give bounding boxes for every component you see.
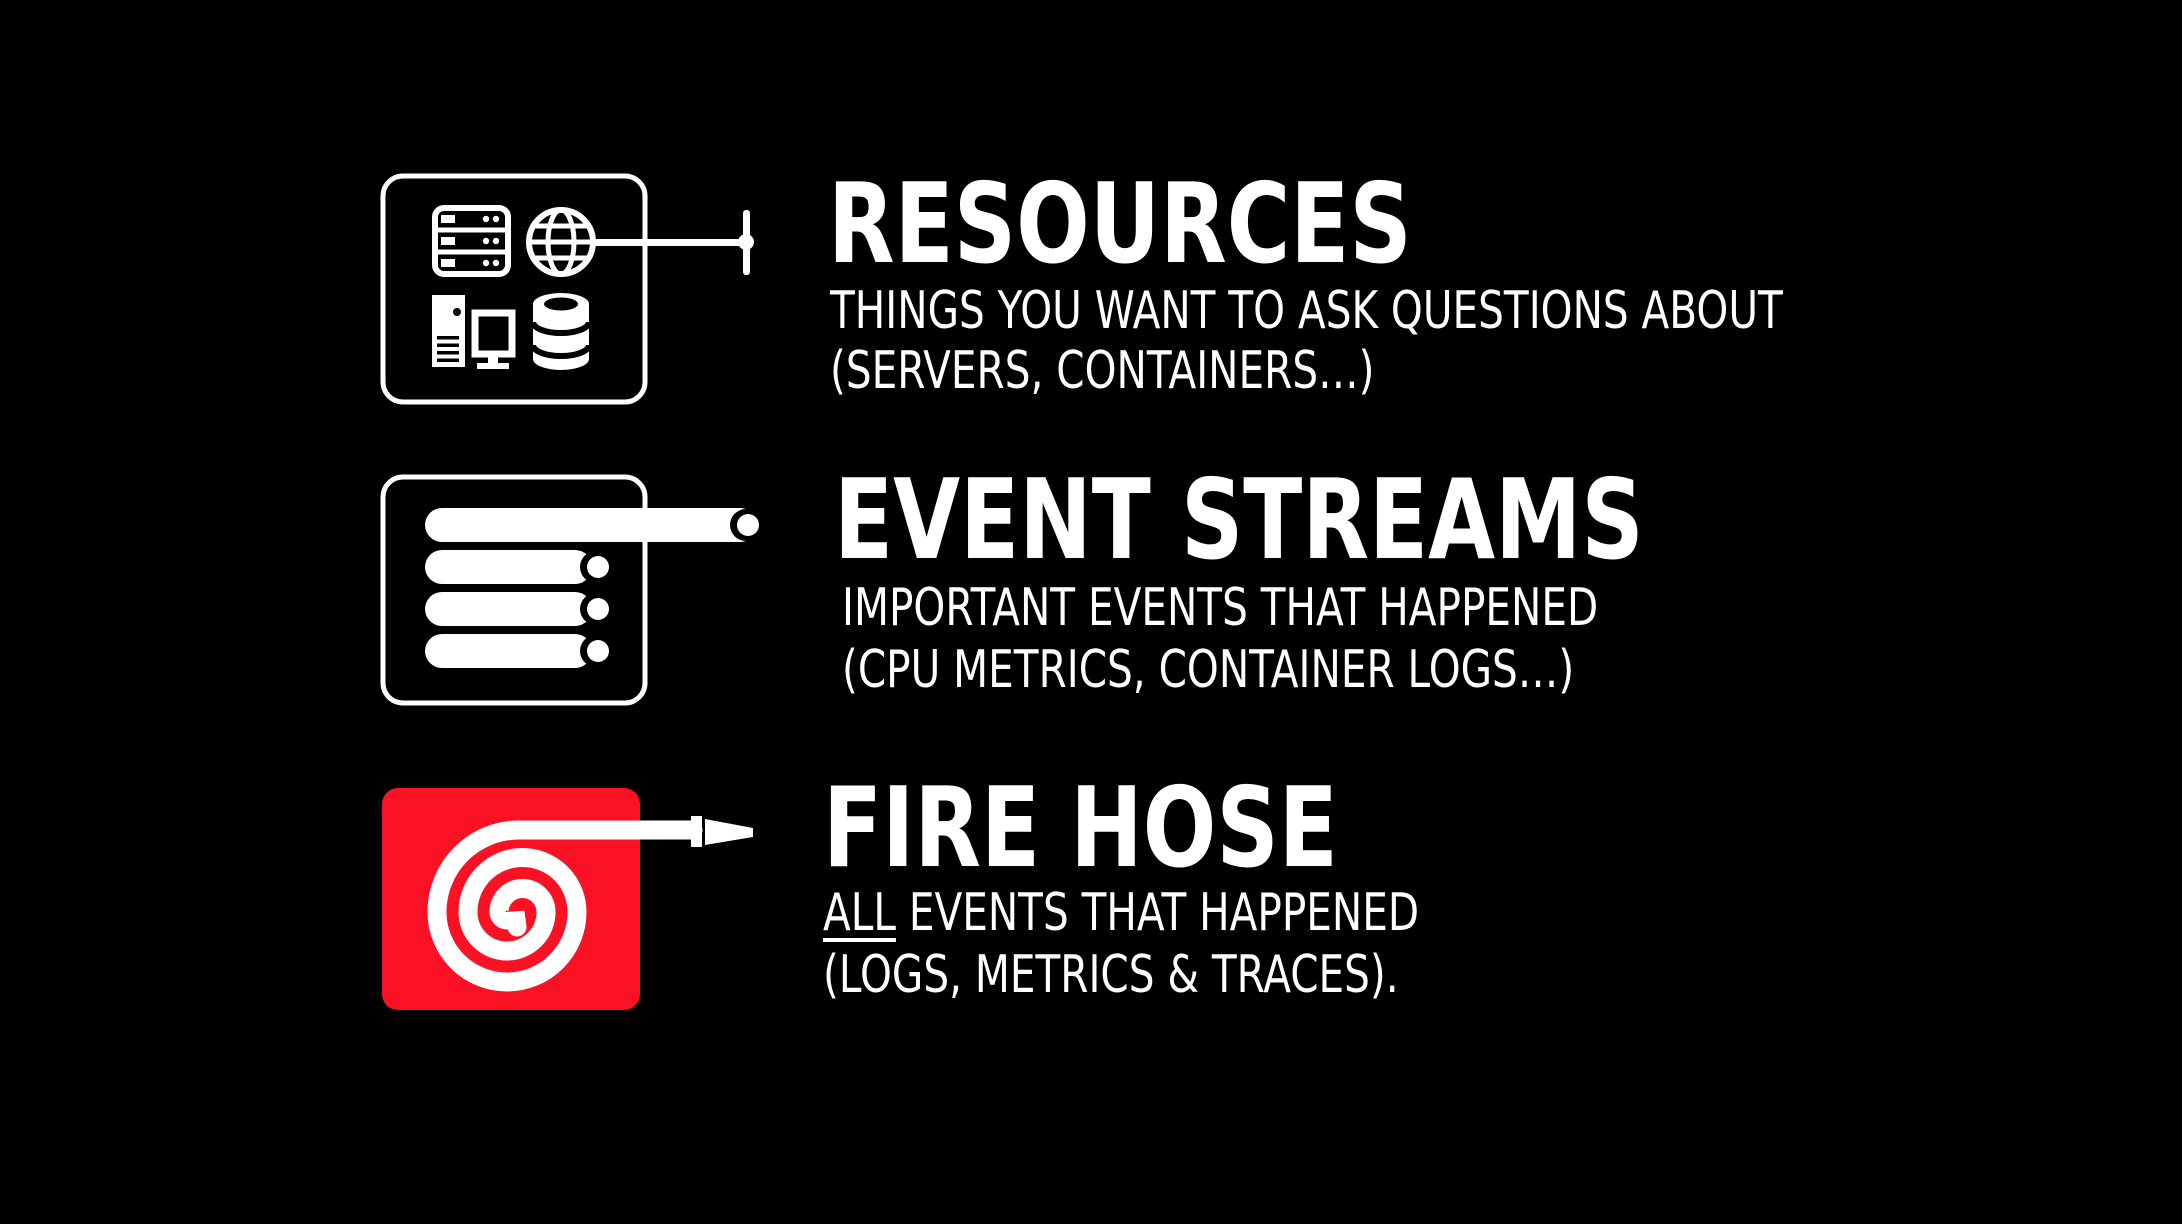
resources-icon bbox=[380, 173, 754, 405]
fire-hose-title: FIRE HOSE bbox=[823, 764, 1338, 893]
desktop-computer-icon bbox=[432, 295, 516, 369]
stream-bar-1 bbox=[425, 508, 762, 542]
fire-hose-subtitle-line1-rest: EVENTS THAT HAPPENED bbox=[895, 883, 1420, 943]
fire-hose-subtitle: ALL EVENTS THAT HAPPENED (LOGS, METRICS … bbox=[823, 882, 1419, 1006]
event-streams-subtitle: IMPORTANT EVENTS THAT HAPPENED (CPU METR… bbox=[842, 577, 1598, 701]
resources-title: RESOURCES bbox=[828, 160, 1412, 289]
resources-connector-line bbox=[593, 210, 754, 275]
event-streams-subtitle-line1: IMPORTANT EVENTS THAT HAPPENED bbox=[842, 578, 1599, 638]
globe-icon bbox=[526, 207, 596, 277]
hose-spiral bbox=[427, 820, 703, 992]
fire-hose-icon bbox=[382, 788, 753, 1010]
resources-subtitle: THINGS YOU WANT TO ASK QUESTIONS ABOUT (… bbox=[830, 281, 1783, 401]
fire-hose-subtitle-line2: (LOGS, METRICS & TRACES). bbox=[823, 945, 1399, 1005]
event-streams-icon bbox=[380, 474, 762, 706]
stream-bar-3 bbox=[425, 592, 612, 626]
stream-bar-4 bbox=[425, 634, 612, 668]
event-streams-subtitle-line2: (CPU METRICS, CONTAINER LOGS…) bbox=[842, 640, 1575, 700]
resources-subtitle-line2: (SERVERS, CONTAINERS…) bbox=[830, 341, 1375, 401]
event-streams-box-outline bbox=[380, 474, 648, 706]
database-icon bbox=[530, 293, 592, 370]
server-rack-icon bbox=[432, 205, 511, 277]
resources-box-outline bbox=[380, 173, 648, 405]
hose-nozzle bbox=[691, 816, 753, 847]
all-emphasis: ALL bbox=[823, 883, 896, 943]
event-streams-title: EVENT STREAMS bbox=[834, 456, 1644, 585]
fire-hose-subtitle-line1: ALL EVENTS THAT HAPPENED bbox=[823, 882, 1419, 944]
stream-bar-2 bbox=[425, 550, 612, 584]
resources-subtitle-line1: THINGS YOU WANT TO ASK QUESTIONS ABOUT bbox=[830, 281, 1783, 341]
